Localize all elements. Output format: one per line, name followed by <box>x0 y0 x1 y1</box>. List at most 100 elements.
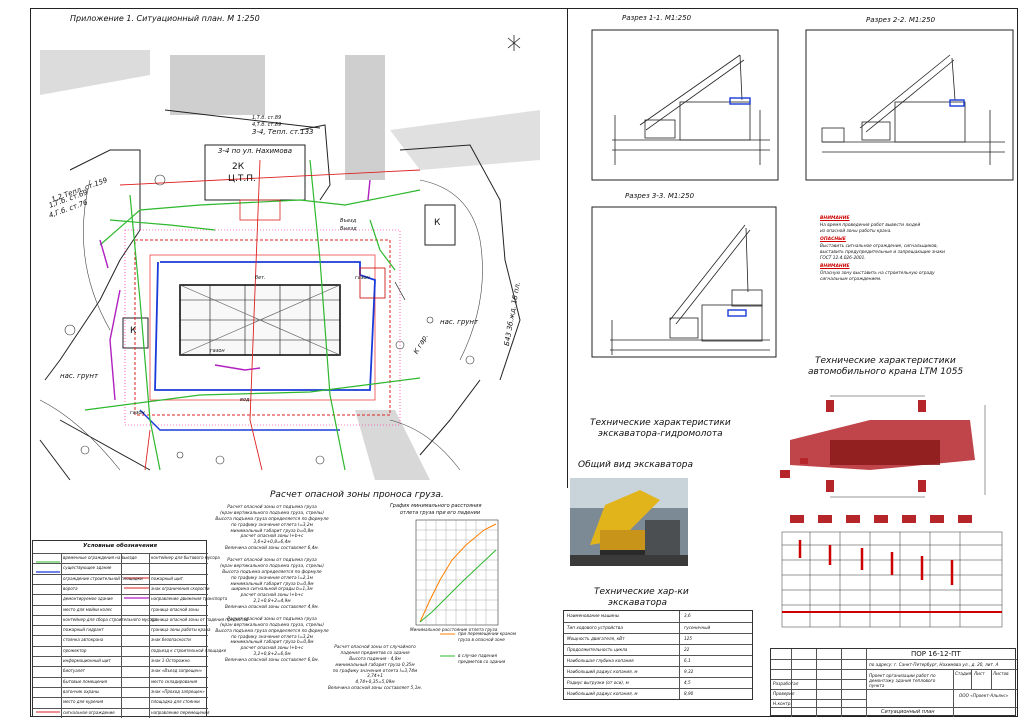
legend-label-right: подъезд к строительной площадке <box>151 647 227 653</box>
calc-line: 4,74+0,35=5,09м <box>355 680 395 686</box>
note-text-1a: На время проведения работ вывести людей <box>820 223 921 228</box>
calc-line: Расчет опасной зоны от случайного <box>334 645 416 650</box>
calc-line: расчет опасной зоны l+b+c <box>240 593 304 599</box>
calc-line: (кран вертикального подъема груза, стрел… <box>220 563 324 569</box>
crane-title-1: Технические характеристики <box>815 356 956 366</box>
legend-label-right: знак «Въезд запрещен» <box>151 668 203 674</box>
building-gray-2 <box>345 55 385 180</box>
road-gray-2 <box>390 110 540 170</box>
calc-line: минимальный габарит груза b=0,8м <box>230 640 314 646</box>
note-heading-3: ВНИМАНИЕ <box>820 264 850 269</box>
legend-label-right: знак «Проход запрещен» <box>151 688 205 694</box>
legend-label-right: знак безопасности <box>151 637 191 643</box>
legend-table: Условные обозначения временные ограждени… <box>32 540 248 718</box>
stamp-sheets: Листов <box>993 671 1009 676</box>
calc-title: Расчет опасной зоны проноса груза. <box>270 490 444 500</box>
section-3-frame <box>591 206 777 358</box>
calc-line: Расчет опасной зоны от подъема груза <box>227 616 317 622</box>
legend-label-left: пожарный гидрант <box>63 627 104 633</box>
legend-title: Условные обозначения <box>83 543 158 549</box>
legend-label-left: контейнер для сбора строительного мусора <box>63 616 157 622</box>
section-1-crane <box>612 54 770 165</box>
calc-line: Расчет опасной зоны от подъема груза <box>227 505 317 510</box>
sheet-frame <box>30 8 1018 717</box>
label-tp1: 1,Т.б. ст.89 <box>252 115 282 121</box>
note-text-3b: сигнальным ограждением. <box>820 277 882 282</box>
legend-row: демонтируемое здание направление движения… <box>33 594 227 604</box>
excavator-specs-title-1: Технические хар-ки <box>594 587 689 597</box>
stamp-role-1: Разработал <box>773 681 799 686</box>
section-2-crane <box>821 54 1005 165</box>
calc-line: 3,2+0,8+2=6,0м <box>253 652 291 658</box>
calc-line: Высота подъема груза определяется по фор… <box>215 628 329 634</box>
graph-legend-1: при перемещении краном <box>458 631 516 636</box>
street-label: 3-4 по ул. Нахимова <box>218 147 293 155</box>
stamp-address: по адресу: г. Санкт-Петербург, Нахимова … <box>869 662 999 667</box>
graph-title-1: График минимального расстояния <box>390 503 482 509</box>
stamp-work: Проект организации работ по демонтажу зд… <box>869 673 936 688</box>
excavator-photo <box>570 478 688 566</box>
legend-label-right: пожарный щит <box>151 575 183 581</box>
label-nas-grunt-right: нас. грунт <box>440 318 479 326</box>
calc-line: по графику значения отлета l=3,74м <box>332 668 418 674</box>
calc-line: минимальный габарит груза 0,35м <box>335 662 415 668</box>
graph-title-2: отлета груза при его падении <box>400 510 481 516</box>
stamp-role-2: Проверил <box>773 691 795 696</box>
calc-line: Высота падения - 4,8м <box>349 656 401 662</box>
road-gray-3 <box>355 410 430 480</box>
crane-title-2: автомобильного крана LTM 1055 <box>808 367 964 377</box>
note-text-2b: выставить предупредительные и запрещающи… <box>820 250 945 255</box>
situational-plan-frame <box>30 8 568 488</box>
legend-label-left: временные ограждения на выезде <box>63 555 137 560</box>
legend-label-left: биотуалет <box>63 668 86 674</box>
label-vyezd: Выезд <box>340 226 357 232</box>
construction-fence <box>154 261 376 391</box>
graph-legend-2: груза в опасной зоне <box>458 637 505 642</box>
legend-label-left: бытовые помещения <box>63 678 108 684</box>
stamp-sheet: Лист <box>974 671 985 676</box>
legend-label-left: ворота <box>63 585 78 591</box>
calc-line: Расчет опасной зоны от подъема груза <box>227 558 317 564</box>
calc-line: по графику значения отлета l=2,1м <box>231 575 313 581</box>
label-vezd: Въезд <box>340 218 357 224</box>
danger-zone-inner <box>149 254 376 401</box>
section-1-title: Разрез 1-1. М1:250 <box>622 14 692 22</box>
legend-label-left: сигнальное ограждение <box>63 709 115 715</box>
label-tp3: 3-4, Тепл. ст.133 <box>252 128 314 136</box>
legend-label-left: место для мойки колес <box>63 606 113 612</box>
calc-line: падения предметов со здания <box>340 650 410 656</box>
legend-label-right: направление перемещения <box>151 709 210 715</box>
graph-legend-4: предметов со здания <box>458 659 506 664</box>
legend-row: биотуалет знак «Въезд запрещен» <box>33 666 208 676</box>
label-tp2: 4,Т.б. ст.89 <box>252 122 282 128</box>
legend-label-right: направление движения транспорта <box>151 596 228 602</box>
stamp-sheet-name: Ситуационный план <box>881 709 935 715</box>
calc-line: Величина опасной зоны составляет 4,9м. <box>224 605 320 611</box>
calc-line: 3,6+2+0,8=6,4м <box>253 540 291 546</box>
calc-line: расчет опасной зоны l+b+c <box>240 534 304 540</box>
ctp-number: 2К <box>232 162 245 172</box>
label-k-left: К <box>130 326 137 336</box>
note-text-3a: Опасную зону выставить на строительную о… <box>820 271 935 276</box>
legend-label-right: знак 1-Осторожно <box>151 658 190 663</box>
calc-line: 2,1+0,8+2=4,9м <box>253 599 291 605</box>
crane-zone <box>124 229 401 426</box>
graph-legend-0: Минимальное расстояние отлета груза <box>410 627 498 632</box>
excavator-specs-title-2: экскаватора <box>608 598 668 608</box>
legend-label-left: демонтируемое здание <box>63 596 113 602</box>
legend-label-left: существующее здание <box>63 565 112 571</box>
section-3-title: Разрез 3-3. М1:250 <box>625 192 695 200</box>
